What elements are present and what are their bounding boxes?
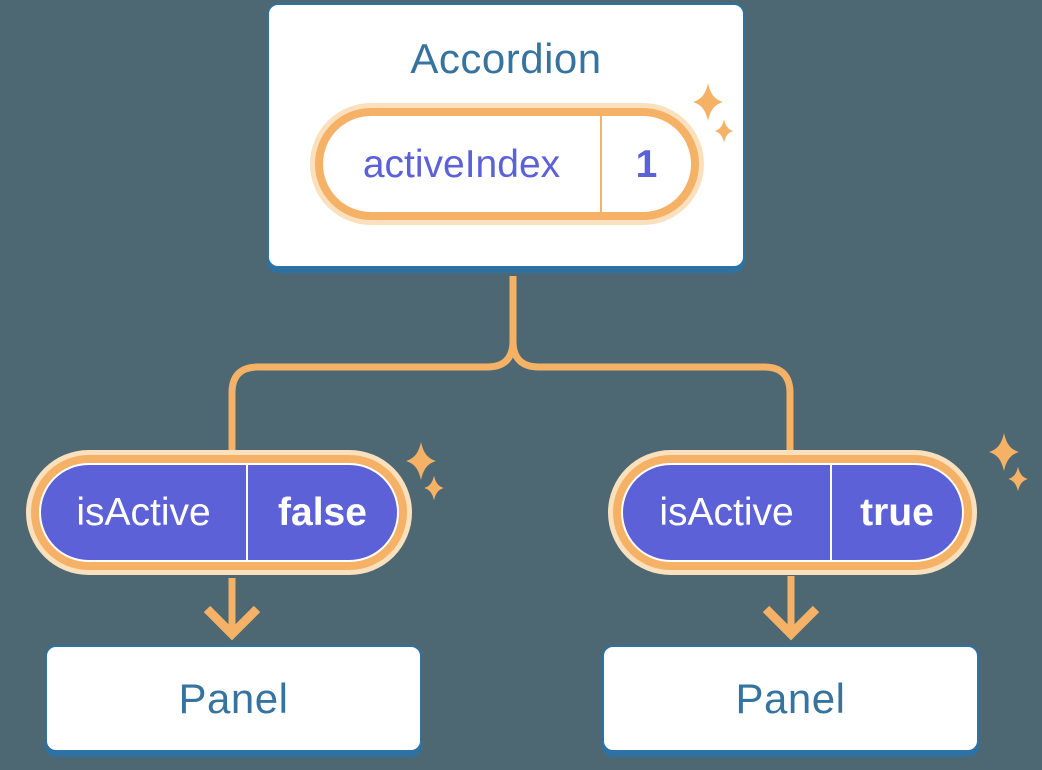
panel-node-left: Panel: [45, 645, 422, 752]
down-arrow-icon: [203, 578, 261, 641]
prop-pill-name: isActive: [659, 491, 794, 534]
prop-pill-isactive-true: isActive true: [621, 463, 964, 562]
sparkle-icon: [406, 442, 444, 501]
state-pill-divider: [600, 116, 602, 212]
state-pill-value: 1: [635, 142, 658, 186]
down-arrow-icon: [762, 576, 820, 641]
prop-pill-name: isActive: [76, 491, 211, 534]
branch-left-line: [228, 276, 517, 453]
prop-pill-isactive-false: isActive false: [39, 463, 399, 562]
panel-title: Panel: [178, 674, 289, 722]
sparkle-icon: [989, 433, 1028, 492]
state-pill: activeIndex 1: [315, 108, 699, 220]
prop-pill-value: true: [860, 491, 934, 534]
state-pill-name: activeIndex: [362, 142, 561, 186]
prop-pill-value: false: [278, 491, 367, 534]
prop-pill-divider: [246, 465, 248, 560]
accordion-title: Accordion: [410, 35, 602, 82]
branch-right-line: [509, 276, 794, 453]
panel-title: Panel: [735, 674, 846, 722]
panel-node-right: Panel: [602, 645, 979, 752]
prop-pill-divider: [830, 465, 832, 560]
